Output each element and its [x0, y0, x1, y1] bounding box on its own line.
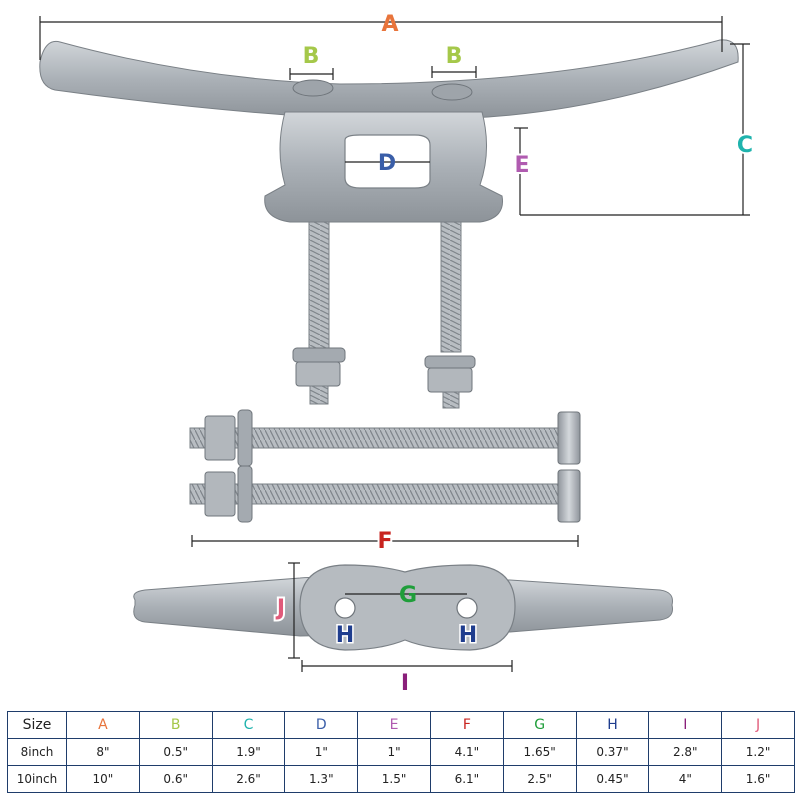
- label-h-right: H: [459, 623, 477, 648]
- label-e: E: [514, 153, 529, 178]
- table-cell: 2.6": [211, 765, 286, 793]
- cleat-horn-bar: [39, 39, 739, 121]
- cleat-side-view: [39, 39, 739, 409]
- header-c: C: [211, 711, 286, 739]
- bolt-shank: [440, 221, 462, 353]
- label-c: C: [737, 133, 753, 158]
- table-cell: 1.5": [357, 765, 431, 793]
- loose-bolts: [189, 409, 581, 523]
- header-i: I: [648, 711, 723, 739]
- label-b-right: B: [446, 44, 463, 69]
- size-spec-table: Size A B C D E F G H I J 8inch 8" 0.5" 1…: [7, 711, 795, 793]
- dimension-labels: A B B C D E F G H H I J: [273, 12, 755, 696]
- table-cell: 4.1": [429, 738, 504, 766]
- bolt-upper: [189, 409, 581, 467]
- bolt-lower: [189, 465, 581, 523]
- table-cell: 10": [66, 765, 140, 793]
- table-cell: 1.9": [211, 738, 286, 766]
- label-b-left: B: [303, 44, 320, 69]
- table-cell: 2.5": [502, 765, 577, 793]
- table-cell: 2.8": [648, 738, 723, 766]
- table-cell: 1": [357, 738, 431, 766]
- label-g: G: [399, 583, 417, 608]
- label-j: J: [275, 596, 285, 621]
- label-i: I: [401, 671, 409, 696]
- table-cell: 6.1": [429, 765, 504, 793]
- bolt-hole: [456, 597, 478, 619]
- table-cell: 4": [648, 765, 723, 793]
- header-f: F: [429, 711, 504, 739]
- bolt-shank: [308, 221, 330, 353]
- table-cell: 1": [284, 738, 359, 766]
- table-row: 8inch 8" 0.5" 1.9" 1" 1" 4.1" 1.65" 0.37…: [7, 738, 795, 766]
- label-d: D: [378, 151, 396, 176]
- table-cell: 8": [66, 738, 140, 766]
- header-d: D: [284, 711, 359, 739]
- cleat-top-view: [133, 564, 673, 651]
- header-b: B: [138, 711, 213, 739]
- header-h: H: [575, 711, 650, 739]
- table-cell: 0.6": [138, 765, 213, 793]
- table-cell: 1.6": [721, 765, 795, 793]
- table-cell: 8inch: [7, 738, 67, 766]
- table-cell: 10inch: [7, 765, 67, 793]
- label-h-left: H: [336, 623, 354, 648]
- header-g: G: [502, 711, 577, 739]
- label-a: A: [381, 12, 398, 37]
- table-cell: 0.45": [575, 765, 650, 793]
- table-cell: 1.2": [721, 738, 795, 766]
- cleat-base-plate: [299, 564, 516, 651]
- table-row: 10inch 10" 0.6" 2.6" 1.3" 1.5" 6.1" 2.5"…: [7, 765, 795, 793]
- bolt-hole: [334, 597, 356, 619]
- header-a: A: [66, 711, 140, 739]
- header-j: J: [721, 711, 795, 739]
- header-size: Size: [7, 711, 67, 739]
- dimension-lines: [39, 16, 750, 672]
- table-cell: 0.37": [575, 738, 650, 766]
- table-header-row: Size A B C D E F G H I J: [7, 711, 795, 739]
- table-cell: 1.3": [284, 765, 359, 793]
- label-f: F: [377, 529, 392, 554]
- table-cell: 0.5": [138, 738, 213, 766]
- header-e: E: [357, 711, 431, 739]
- table-cell: 1.65": [502, 738, 577, 766]
